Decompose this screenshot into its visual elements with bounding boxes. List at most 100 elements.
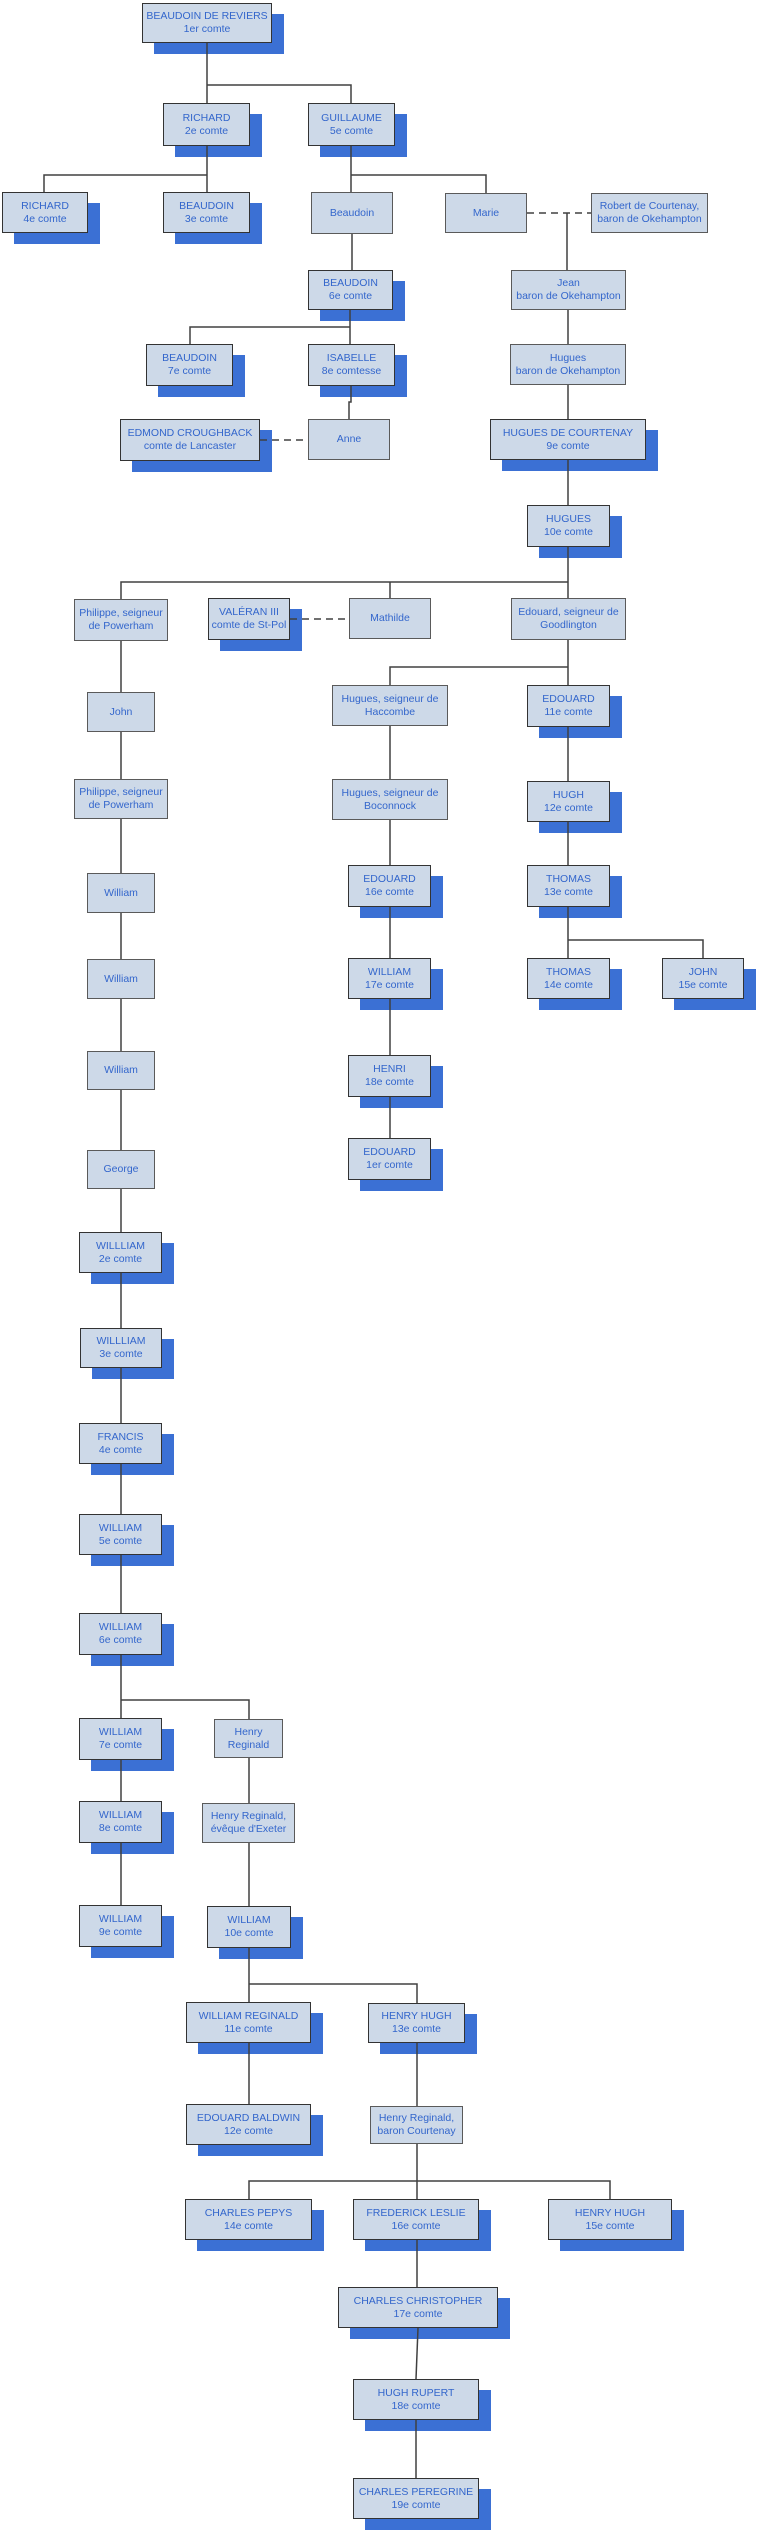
person-name: EDMOND CROUGHBACK <box>127 427 253 439</box>
person-name: FREDERICK LESLIE <box>366 2206 466 2219</box>
person-title: 15e comte <box>585 2219 635 2232</box>
person-node-william-c[interactable]: William <box>87 1051 155 1090</box>
person-name: EDOUARD BALDWIN <box>196 2111 301 2124</box>
descent-link <box>120 581 568 599</box>
person-title: 7e comte <box>98 1739 143 1751</box>
person-title: 10e comte <box>543 526 594 538</box>
person-node-george[interactable]: George <box>87 1150 155 1189</box>
person-name: WILLLIAM <box>95 1239 145 1252</box>
person-name: Hugues <box>549 351 587 364</box>
person-name: Philippe, seigneur <box>79 607 163 619</box>
person-node-marie[interactable]: Marie <box>445 193 527 233</box>
person-name: CHARLES PEPYS <box>204 2206 293 2219</box>
person-title: 4e comte <box>23 212 67 225</box>
person-node-henry-reginald-baron[interactable]: Henry Reginald,baron Courtenay <box>370 2106 463 2144</box>
person-node-william-b[interactable]: William <box>87 959 155 999</box>
person-title: 16e comte <box>364 886 415 898</box>
person-title: 12e comte <box>543 801 594 814</box>
person-title: 4e comte <box>98 1443 143 1456</box>
person-name: WILLIAM <box>98 1809 143 1821</box>
descent-link <box>207 84 352 103</box>
person-node-john[interactable]: John <box>87 692 155 732</box>
person-name: Mathilde <box>370 612 410 624</box>
person-name: WILLLIAM <box>96 1335 146 1347</box>
person-title: 11e comte <box>544 706 593 718</box>
person-title: 17e comte <box>364 978 415 991</box>
person-name: FRANCIS <box>97 1430 144 1443</box>
person-title: 5e comte <box>98 1534 143 1547</box>
person-node-anne[interactable]: Anne <box>308 419 390 460</box>
person-title: 7e comte <box>167 365 212 377</box>
person-node-william-a[interactable]: William <box>87 873 155 913</box>
person-name: Philippe, seigneur <box>79 786 163 798</box>
person-name: Robert de Courtenay, <box>599 200 700 212</box>
person-name: HENRY HUGH <box>574 2206 646 2219</box>
person-name: Edouard, seigneur de <box>518 606 619 618</box>
person-node-mathilde[interactable]: Mathilde <box>349 598 431 639</box>
person-node-beaudoin-fils[interactable]: Beaudoin <box>311 192 393 234</box>
person-title: baron Courtenay <box>377 2125 456 2137</box>
person-name: Beaudoin <box>329 206 375 219</box>
person-title: 6e comte <box>328 290 373 302</box>
person-name: HUGH RUPERT <box>377 2386 455 2399</box>
person-node-robert-de-courtenay[interactable]: Robert de Courtenay,baron de Okehampton <box>591 193 708 233</box>
person-name: Anne <box>336 433 362 445</box>
person-name: HUGH <box>553 788 584 801</box>
person-title: évêque d'Exeter <box>210 1823 287 1835</box>
person-node-henry-reginald-eveque[interactable]: Henry Reginald,évêque d'Exeter <box>202 1803 295 1843</box>
person-name: George <box>103 1163 139 1175</box>
person-name: William <box>104 1064 138 1076</box>
descent-link <box>348 386 352 419</box>
person-name: EDOUARD <box>542 693 595 705</box>
